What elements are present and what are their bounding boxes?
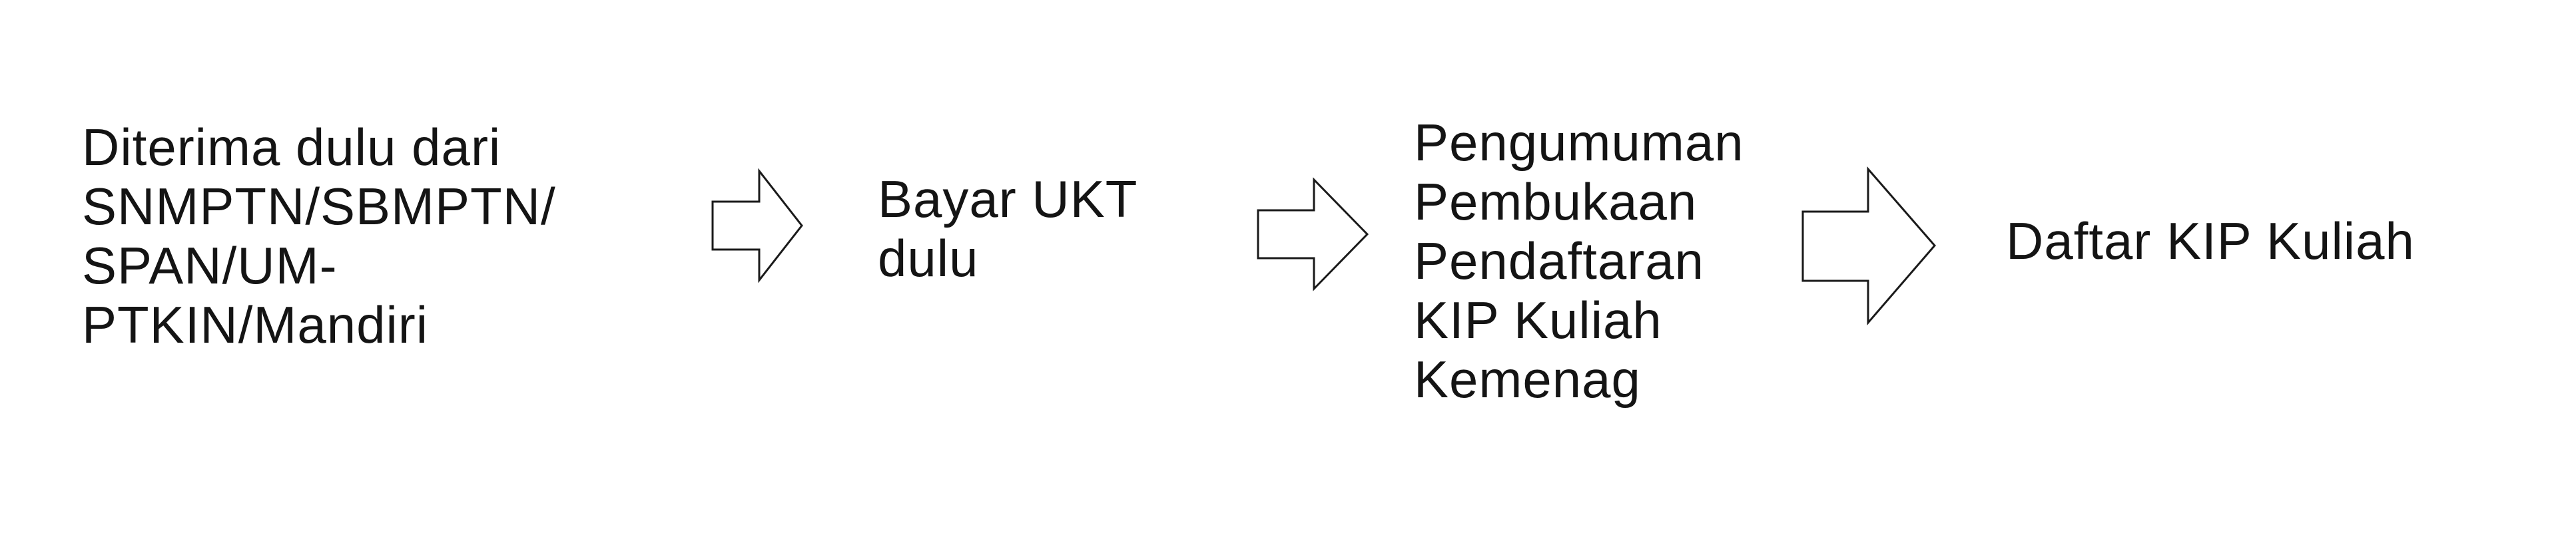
right-arrow-icon: [711, 168, 803, 283]
step-text-line: SPAN/UM-: [82, 236, 338, 295]
step-text-line: Diterima dulu dari: [82, 118, 501, 176]
step-registration-announcement: Pengumuman Pembukaan Pendaftaran KIP Kul…: [1414, 113, 1744, 409]
step-text-line: KIP Kuliah: [1414, 291, 1662, 349]
step-text-line: Daftar KIP Kuliah: [2006, 212, 2415, 270]
step-text-line: Bayar UKT: [878, 170, 1138, 228]
step-text-line: Pembukaan: [1414, 172, 1698, 231]
step-pay-ukt: Bayar UKT dulu: [878, 170, 1137, 288]
right-arrow-icon: [1801, 166, 1936, 326]
right-arrow-icon: [1257, 177, 1369, 291]
step-text-line: dulu: [878, 229, 979, 287]
step-text-line: Pengumuman: [1414, 113, 1744, 172]
step-text-line: PTKIN/Mandiri: [82, 295, 429, 354]
step-text-line: SNMPTN/SBMPTN/: [82, 177, 556, 236]
step-text-line: Kemenag: [1414, 350, 1641, 409]
step-accepted-first: Diterima dulu dari SNMPTN/SBMPTN/ SPAN/U…: [82, 118, 556, 355]
step-text-line: Pendaftaran: [1414, 232, 1705, 290]
step-register-kip: Daftar KIP Kuliah: [2006, 212, 2415, 271]
